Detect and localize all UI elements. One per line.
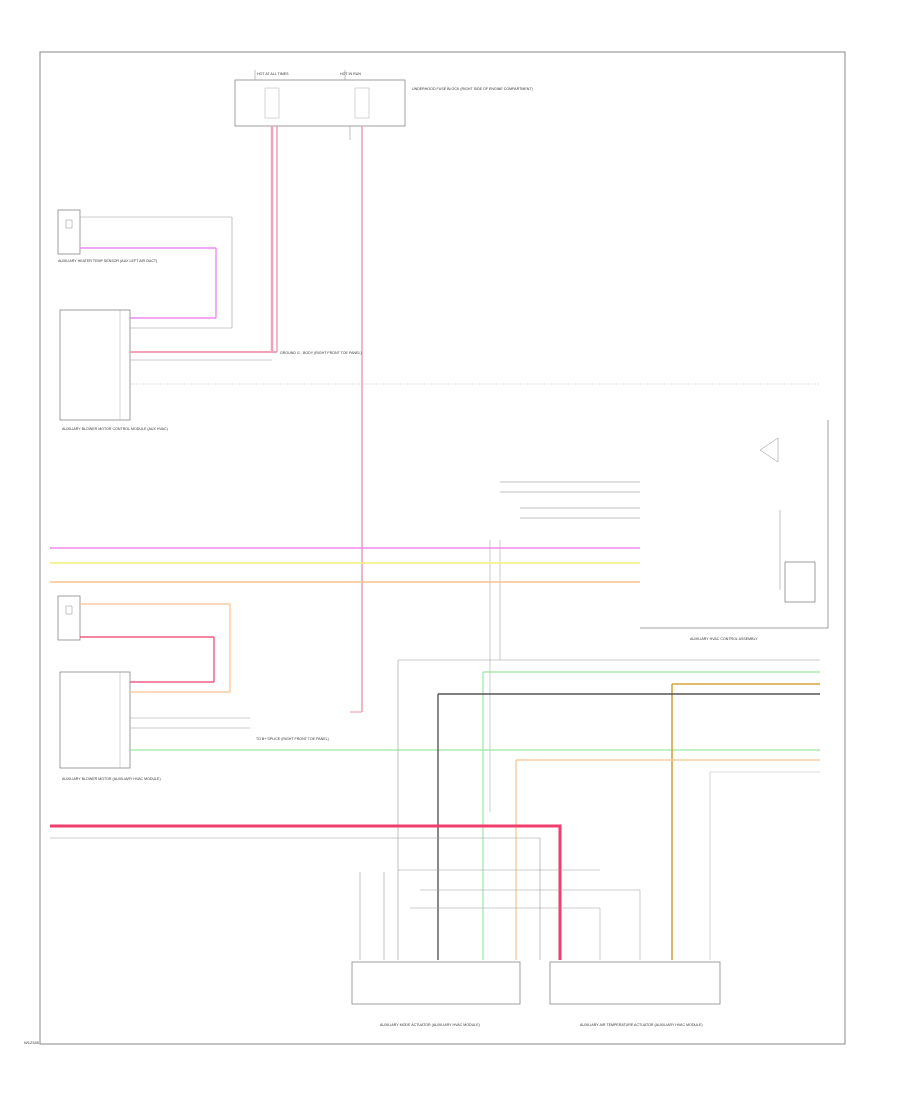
- svg-text:HOT IN RUN: HOT IN RUN: [340, 72, 361, 76]
- aux-temp-sensor-2: [57, 595, 81, 641]
- svg-text:TO B+ SPLICE (RIGHT FRONT TOE: TO B+ SPLICE (RIGHT FRONT TOE PANEL): [256, 737, 329, 741]
- svg-text:AUXILIARY BLOWER MOTOR CONTROL: AUXILIARY BLOWER MOTOR CONTROL MODULE (A…: [62, 427, 168, 431]
- driver-blower-module: AUXILIARY BLOWER MOTOR CONTROL MODULE (A…: [59, 309, 168, 431]
- wire-red-heavy: [50, 824, 562, 960]
- svg-text:HOT AT ALL TIMES: HOT AT ALL TIMES: [257, 72, 289, 76]
- driver-temp-sensor: AUXILIARY HEATER TEMP SENSOR (AUX LEFT A…: [57, 209, 157, 263]
- diagram-frame: [39, 51, 846, 1045]
- svg-text:AUXILIARY AIR TEMPERATURE ACTU: AUXILIARY AIR TEMPERATURE ACTUATOR (AUXI…: [580, 1023, 703, 1027]
- mode-actuator: AUXILIARY MODE ACTUATOR (AUXILIARY HVAC …: [351, 961, 521, 1027]
- svg-text:AUXILIARY HEATER TEMP SENSOR (: AUXILIARY HEATER TEMP SENSOR (AUX LEFT A…: [58, 259, 157, 263]
- svg-text:AUXILIARY MODE ACTUATOR (AUXIL: AUXILIARY MODE ACTUATOR (AUXILIARY HVAC …: [380, 1023, 480, 1027]
- aux-hvac-control: AUXILIARY HVAC CONTROL ASSEMBLY: [640, 420, 829, 641]
- diagram-code: W12345: [24, 1040, 39, 1045]
- aux-blower-module-2: AUXILIARY BLOWER MOTOR (AUXILIARY HVAC M…: [59, 671, 161, 781]
- fuse-block: HOT AT ALL TIMES HOT IN RUN UNDERHOOD FU…: [234, 70, 533, 127]
- fuse-block-label: UNDERHOOD FUSE BLOCK (RIGHT SIDE OF ENGI…: [412, 87, 533, 91]
- temp-actuator: AUXILIARY AIR TEMPERATURE ACTUATOR (AUXI…: [549, 961, 721, 1027]
- svg-text:AUXILIARY HVAC CONTROL ASSEMBL: AUXILIARY HVAC CONTROL ASSEMBLY: [690, 637, 758, 641]
- svg-text:GROUND G - BODY (RIGHT FRONT T: GROUND G - BODY (RIGHT FRONT TOE PANEL): [280, 351, 362, 355]
- svg-text:AUXILIARY BLOWER MOTOR (AUXILI: AUXILIARY BLOWER MOTOR (AUXILIARY HVAC M…: [62, 777, 161, 781]
